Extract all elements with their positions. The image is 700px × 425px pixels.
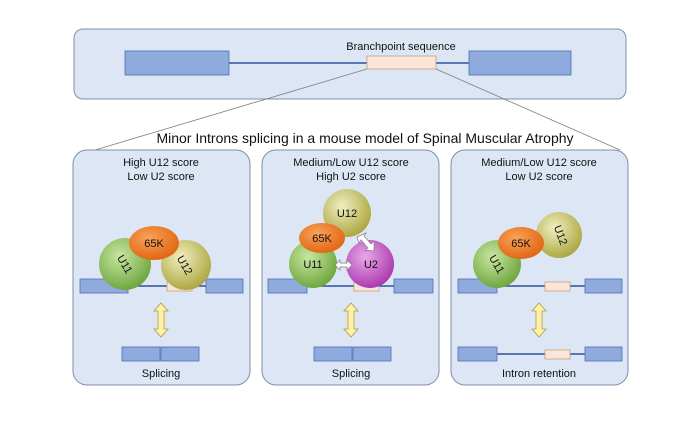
top-gene-panel: Branchpoint sequence xyxy=(73,28,627,100)
panel-1-exon-right xyxy=(205,278,244,294)
panel-3-branchpoint xyxy=(544,281,571,292)
panel-2-exon-right xyxy=(393,278,434,294)
panel-1-spliced-exon-right xyxy=(160,346,200,362)
panel-2-heading-line2: High U2 score xyxy=(316,171,386,183)
panel-3-heading-line2: Low U2 score xyxy=(505,171,572,183)
panel-1-65k-protein xyxy=(129,226,179,260)
panel-2-u12-protein xyxy=(323,189,371,237)
panel-3-u12-protein xyxy=(536,212,582,258)
panel-2-u2-label: U2 xyxy=(364,259,378,271)
panel-3-retained-exon-left xyxy=(457,346,498,362)
panel-2-65k-protein xyxy=(299,223,345,253)
panel-2-interaction-arrow-u2 xyxy=(334,259,353,271)
panel-3-65k-protein xyxy=(498,227,544,259)
panel-1-spliced-exon-left xyxy=(121,346,161,362)
panel-low-both: Medium/Low U12 score Low U2 score U11 65… xyxy=(450,149,629,386)
panel-2-heading-line1: Medium/Low U12 score xyxy=(293,157,409,169)
branchpoint-label: Branchpoint sequence xyxy=(346,41,455,53)
panel-2-double-arrow xyxy=(343,302,359,338)
panel-3-double-arrow xyxy=(531,302,547,338)
top-exon-left xyxy=(124,50,230,76)
top-panel-box xyxy=(73,28,627,100)
panel-3-retained-exon-right xyxy=(584,346,623,362)
panel-2-spliced-exon-left xyxy=(313,346,353,362)
panel-high-u12: High U12 score Low U2 score U11 65K U12 … xyxy=(72,149,251,386)
panel-2-interaction-arrow-u12 xyxy=(356,232,375,252)
panel-2-outcome: Splicing xyxy=(332,368,371,380)
zoom-line-left xyxy=(94,68,368,151)
panel-3-heading-line1: Medium/Low U12 score xyxy=(481,157,597,169)
panel-3-retained-branchpoint xyxy=(544,349,571,360)
panel-3-65k-label: 65K xyxy=(511,238,531,250)
panel-3-box xyxy=(450,149,629,386)
panel-2-spliced-exon-right xyxy=(352,346,392,362)
top-exon-right xyxy=(468,50,572,76)
panel-2-u11-label: U11 xyxy=(303,259,322,271)
panel-1-heading-line1: High U12 score xyxy=(123,157,199,169)
top-branchpoint-box xyxy=(366,55,437,70)
zoom-line-right xyxy=(435,68,621,151)
panel-1-heading-line2: Low U2 score xyxy=(127,171,194,183)
panel-3-outcome: Intron retention xyxy=(502,368,576,380)
panel-1-65k-label: 65K xyxy=(144,238,164,250)
panel-2-65k-label: 65K xyxy=(312,233,332,245)
main-title: Minor Introns splicing in a mouse model … xyxy=(156,130,573,146)
panel-high-u2: Medium/Low U12 score High U2 score U12 6… xyxy=(261,149,440,386)
panel-3-exon-right xyxy=(584,278,623,294)
panel-2-u12-label: U12 xyxy=(337,208,357,220)
panel-1-outcome: Splicing xyxy=(142,368,181,380)
panel-2-u2-protein xyxy=(346,240,394,288)
panel-1-double-arrow xyxy=(153,302,169,338)
